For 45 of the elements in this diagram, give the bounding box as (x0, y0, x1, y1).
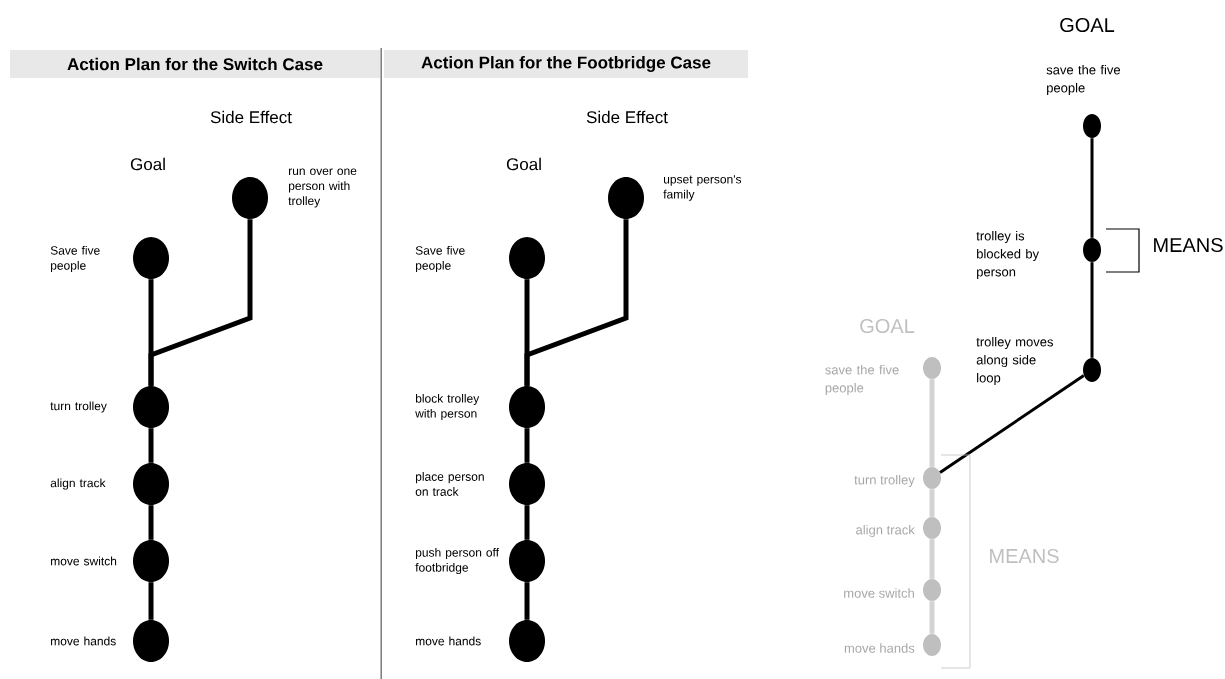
step-label: save the five people (825, 364, 899, 396)
connector-line (929, 489, 935, 517)
column-heading: Side Effect (210, 110, 292, 124)
step-label: save the five people (1046, 64, 1121, 96)
step-label: turn trolley (854, 474, 915, 488)
connector-line (148, 428, 154, 463)
bracket-label: MEANS (1154, 237, 1223, 253)
step-label: upset person's family (663, 175, 742, 201)
column-heading: Side Effect (586, 110, 668, 124)
step-label: place person on track (415, 472, 484, 496)
step-label: push person off footbridge (415, 547, 500, 575)
connector-line (1090, 262, 1094, 358)
connector-line (929, 539, 935, 579)
step-label: trolley moves along side loop (976, 336, 1054, 386)
section-heading: GOAL (860, 318, 915, 334)
step-label: run over one person with trolley (288, 168, 357, 208)
step-label: move switch (51, 556, 117, 566)
connector-line (524, 505, 530, 540)
connector-line (524, 428, 530, 463)
step-label: block trolley with person (415, 393, 480, 421)
connector-line (148, 219, 253, 386)
header-band: Action Plan for the Switch Case (10, 50, 380, 78)
connector-line (1090, 138, 1094, 238)
connector-line (524, 582, 530, 620)
step-label: move switch (844, 588, 914, 598)
connector-line (148, 505, 154, 540)
bracket-label: MEANS (990, 548, 1059, 564)
connector-line (524, 219, 629, 386)
step-label: align track (856, 524, 915, 538)
column-heading: Goal (506, 157, 541, 171)
step-label: move hands (416, 636, 481, 646)
step-label: Save five people (415, 245, 465, 273)
step-label: move hands (51, 636, 116, 646)
connector-line (939, 374, 1085, 474)
connector-line (929, 379, 935, 467)
step-label: trolley is blocked by person (976, 230, 1040, 280)
step-label: move hands (844, 643, 915, 653)
step-label: Save five people (50, 245, 100, 273)
column-heading: Goal (130, 157, 165, 171)
connector-line (148, 582, 154, 620)
section-heading: GOAL (1060, 17, 1115, 33)
step-label: align track (50, 478, 106, 490)
step-label: turn trolley (50, 401, 107, 413)
header-band: Action Plan for the Footbridge Case (384, 50, 748, 78)
connector-line (929, 601, 935, 634)
